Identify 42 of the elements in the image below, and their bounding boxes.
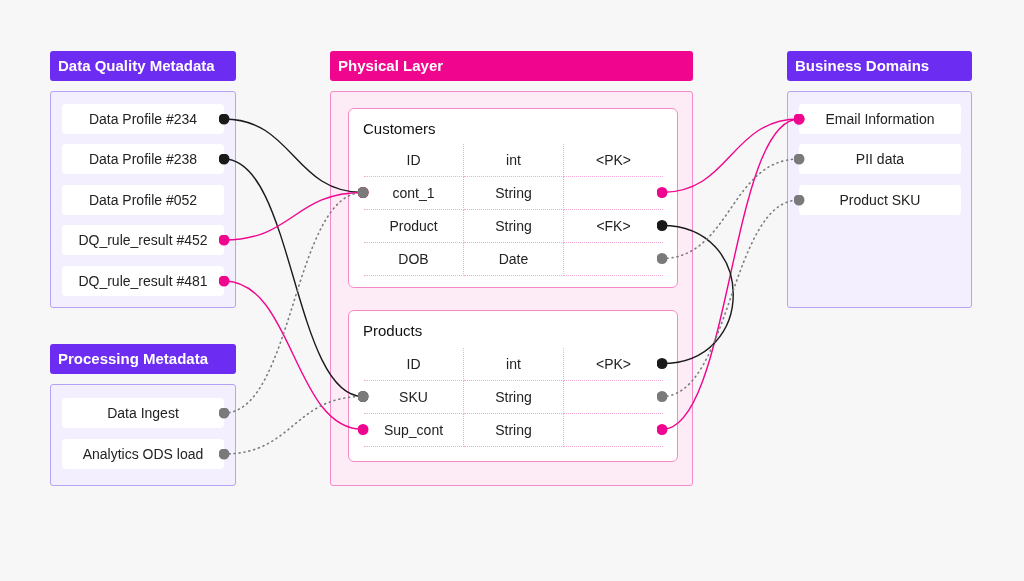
key-type: <FK> [596, 216, 631, 236]
column-name: ID [406, 150, 421, 170]
panel-heading: Data Quality Metadata [50, 51, 236, 81]
metadata-item: Data Profile #238 [62, 144, 224, 174]
data-type: int [506, 150, 521, 170]
metadata-item: Data Ingest [62, 398, 224, 428]
column-name: ID [406, 354, 421, 374]
panel-heading: Processing Metadata [50, 344, 236, 374]
metadata-item: PII data [799, 144, 961, 174]
table-title: Customers [363, 119, 436, 139]
data-type: int [506, 354, 521, 374]
connector-line [656, 220, 734, 369]
data-type: String [495, 420, 532, 440]
data-type: Date [498, 249, 529, 269]
metadata-item: Product SKU [799, 185, 961, 215]
connector-line [656, 153, 805, 264]
panel-heading: Business Domains [787, 51, 972, 81]
panel-heading: Physical Layer [330, 51, 693, 81]
connector-line [218, 275, 369, 435]
data-type: String [495, 183, 532, 203]
metadata-item: Data Profile #234 [62, 104, 224, 134]
key-type: <PK> [596, 150, 631, 170]
connector-line [218, 187, 369, 419]
table-card [348, 108, 678, 288]
metadata-item: DQ_rule_result #452 [62, 225, 224, 255]
column-name: SKU [399, 387, 428, 407]
column-name: Sup_cont [383, 420, 444, 440]
metadata-item: DQ_rule_result #481 [62, 266, 224, 296]
table-card [348, 310, 678, 462]
table-title: Products [363, 321, 423, 341]
connector-line [656, 194, 805, 402]
connector-line [656, 113, 805, 435]
key-type: <PK> [596, 354, 631, 374]
connector-line [218, 391, 369, 460]
metadata-item: Analytics ODS load [62, 439, 224, 469]
column-name: DOB [398, 249, 429, 269]
column-name: Product [389, 216, 438, 236]
data-type: String [495, 216, 532, 236]
metadata-item: Email Information [799, 104, 961, 134]
metadata-item: Data Profile #052 [62, 185, 224, 215]
column-name: cont_1 [392, 183, 435, 203]
data-type: String [495, 387, 532, 407]
